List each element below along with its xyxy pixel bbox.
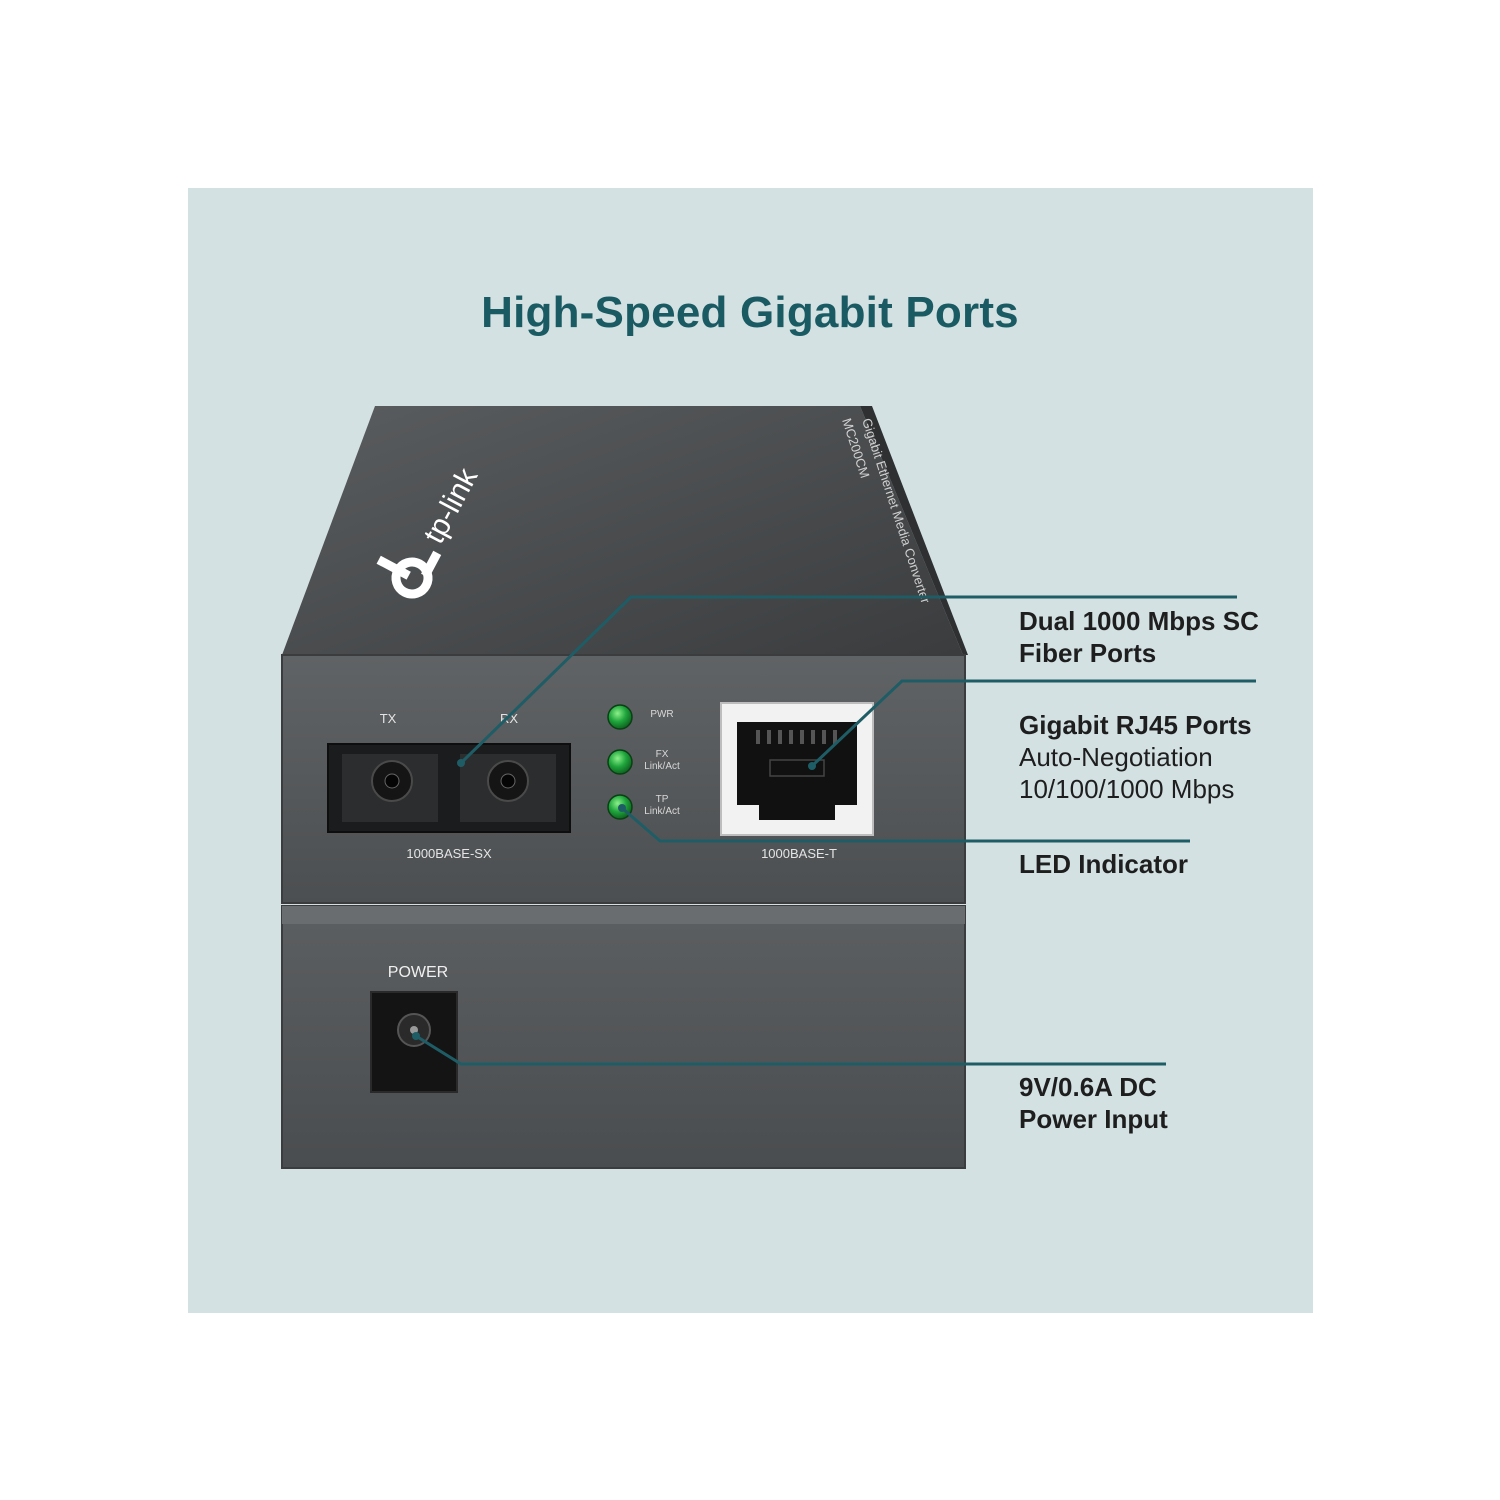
leader-dot-rj45 [808,762,816,770]
leader-line-rj45 [810,679,1256,768]
callout-rj45-heading: Gigabit RJ45 Ports [1019,710,1252,740]
callout-power-input: 9V/0.6A DC Power Input [1019,1071,1168,1135]
led-label-tp-link: Link/Act [644,806,680,817]
leader-dot-fiber [457,759,465,767]
leader-dot-led [618,804,626,812]
led-label-fx-link: Link/Act [644,761,680,772]
leader-lines [415,595,1256,1066]
base-top-edge [282,906,965,924]
leader-line-led [621,806,1190,843]
leader-dot-power [412,1032,420,1040]
rj45-contacts [756,730,837,744]
callout-led-heading: LED Indicator [1019,849,1189,879]
callout-rj45-sub-2: 10/100/1000 Mbps [1019,774,1235,804]
leader-line-fiber [459,595,1237,765]
page-title: High-Speed Gigabit Ports [481,288,1019,337]
sc-fiber-port-tx [342,754,438,822]
callout-rj45-ports: Gigabit RJ45 Ports Auto-Negotiation 10/1… [1019,709,1252,805]
device-side [860,406,968,655]
sc-fiber-port-rx [460,754,556,822]
led-pwr [607,704,633,730]
rj45-port-socket [737,722,857,820]
rj45-port-label: 1000BASE-T [761,846,837,861]
callout-power-heading-1: 9V/0.6A DC [1019,1072,1157,1102]
led-label-fx: FX [656,749,669,760]
power-label: POWER [388,964,448,981]
callout-fiber-ports: Dual 1000 Mbps SC Fiber Ports [1019,605,1259,669]
fiber-port-label: 1000BASE-SX [406,846,492,861]
led-label-pwr: PWR [650,709,673,720]
callout-rj45-sub-1: Auto-Negotiation [1019,742,1213,772]
led-label-tp: TP [656,794,669,805]
callout-power-heading-2: Power Input [1019,1104,1168,1134]
callout-led-indicator: LED Indicator [1019,848,1188,880]
callout-fiber-heading-2: Fiber Ports [1019,638,1157,668]
tx-label: TX [380,711,397,726]
rj45-latch-mark [769,759,825,777]
dc-power-jack [370,991,458,1093]
device-top [282,406,963,655]
callout-fiber-heading-1: Dual 1000 Mbps SC [1019,606,1259,636]
led-fx-link-act [607,749,633,775]
leader-line-power [415,1034,1166,1066]
